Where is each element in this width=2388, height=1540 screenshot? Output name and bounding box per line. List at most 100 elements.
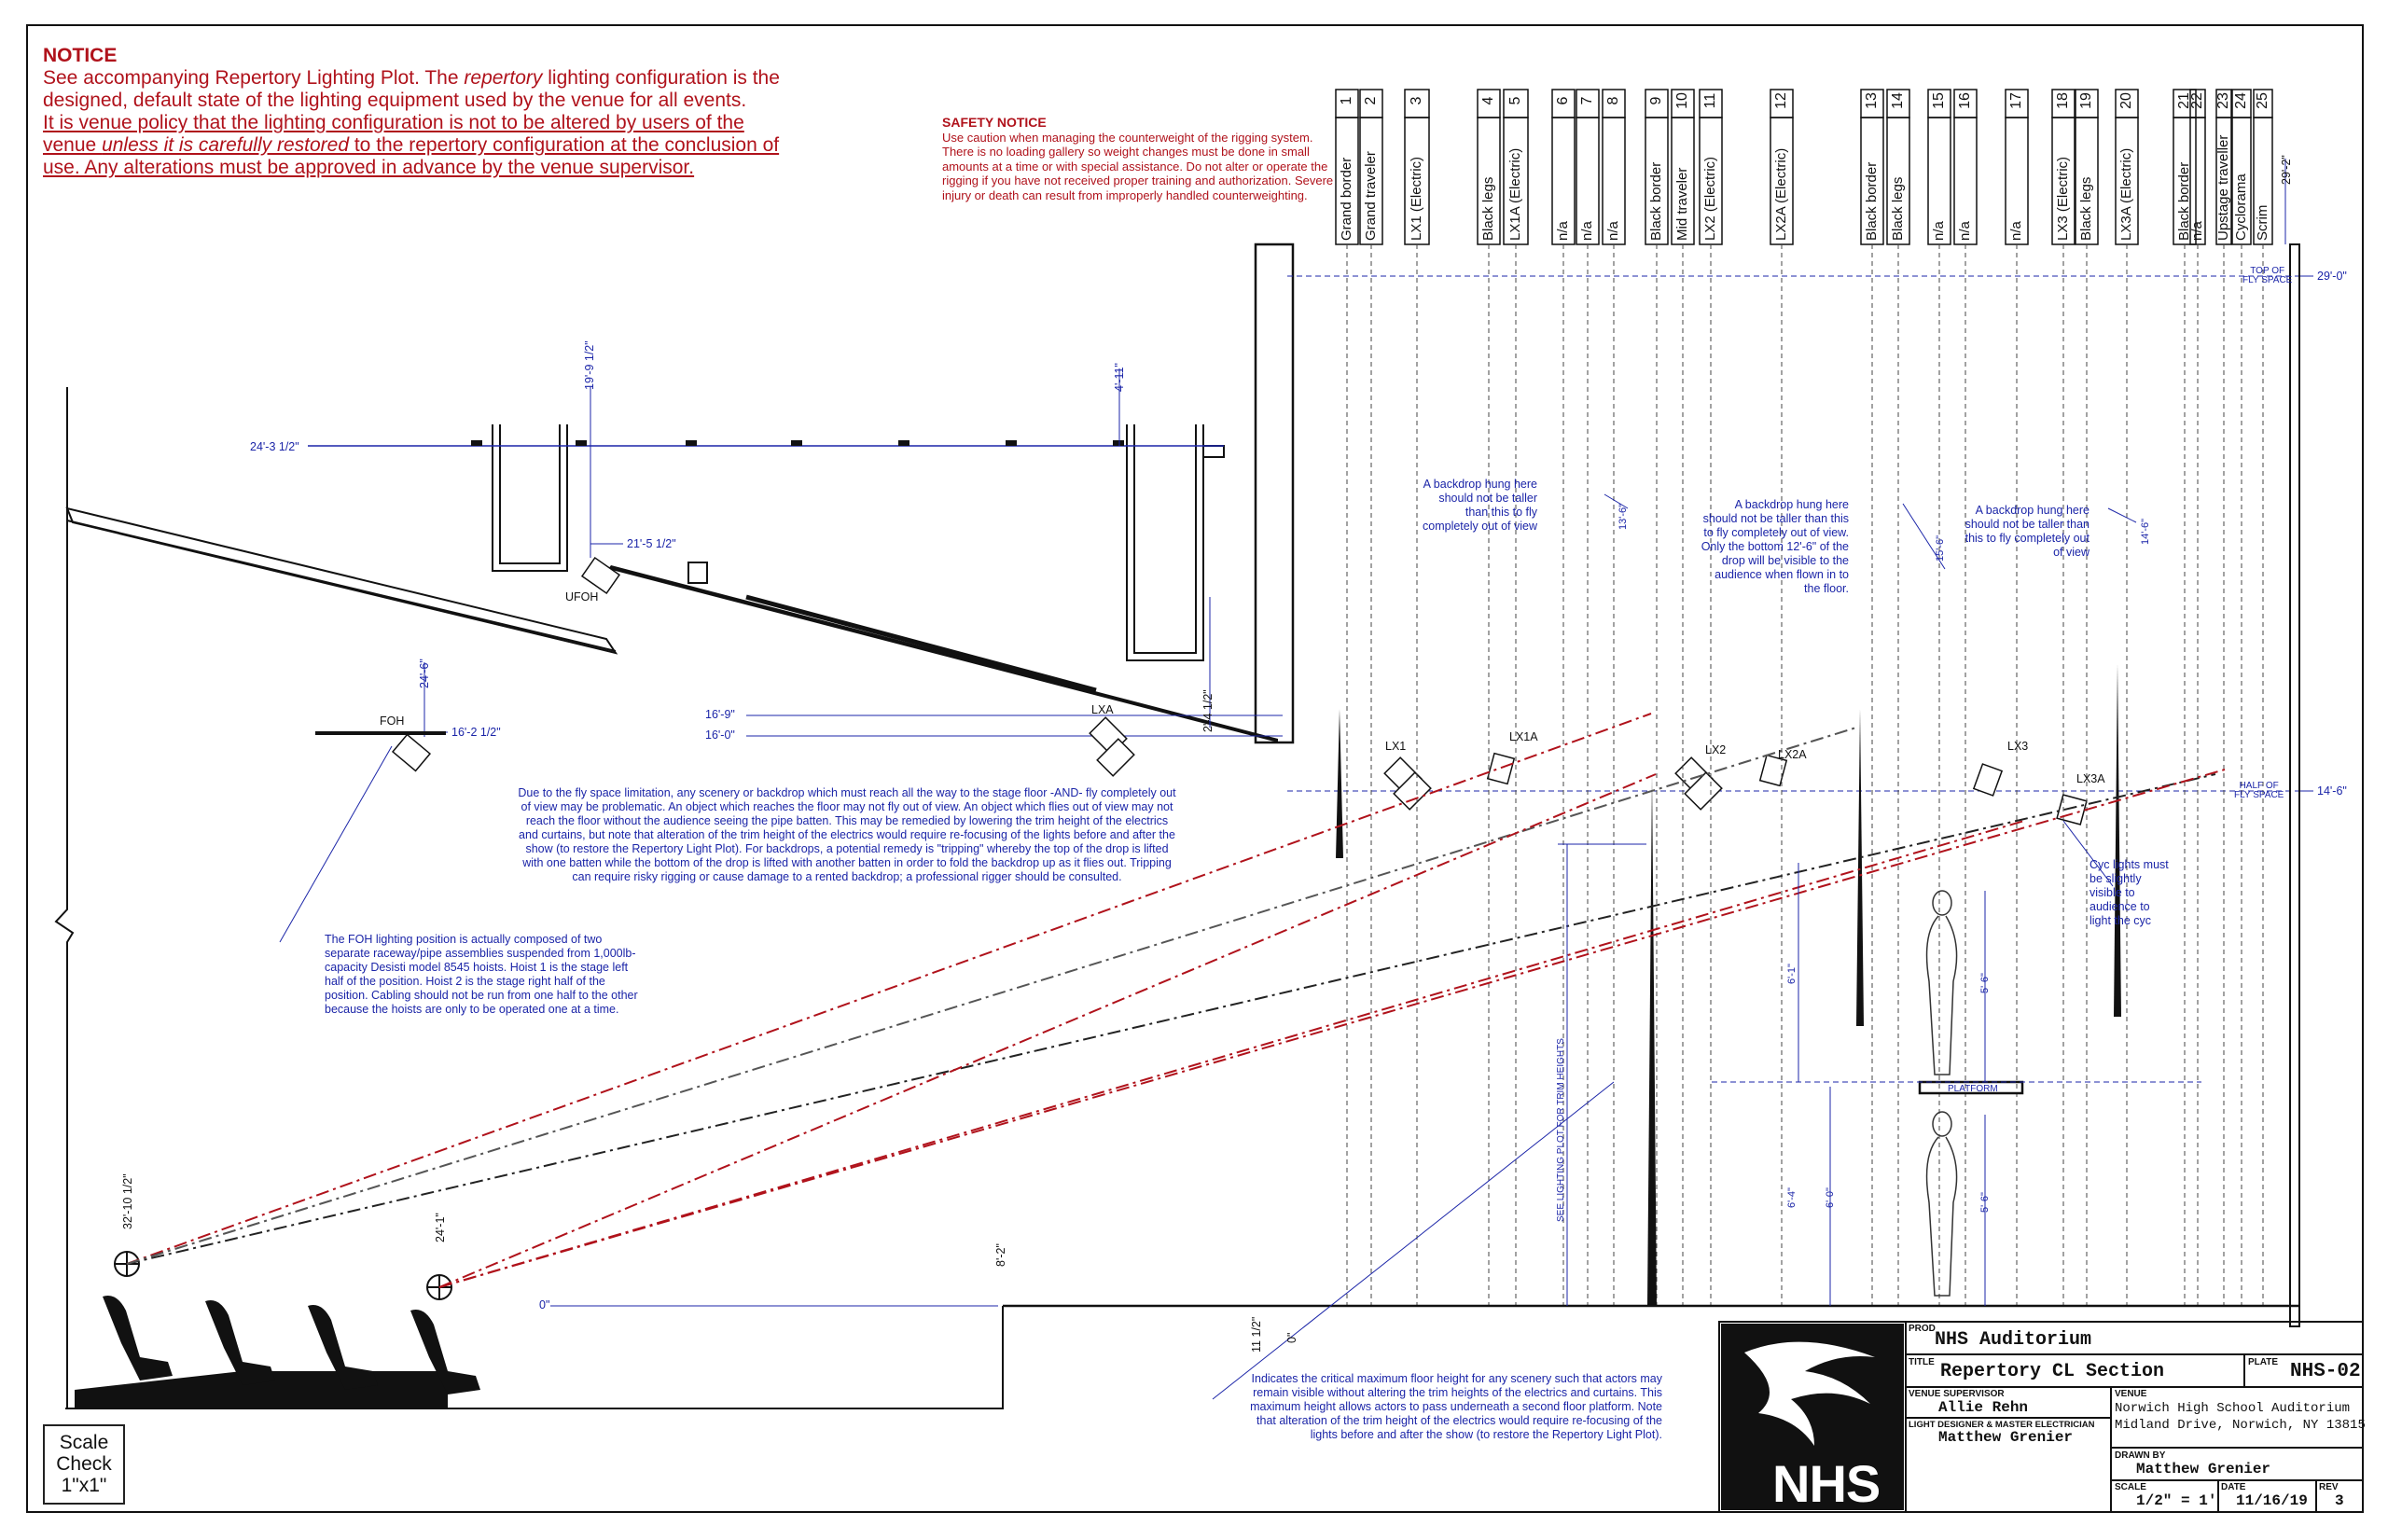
lineset-name: n/a — [1605, 221, 1621, 241]
lineset-name: Black border — [1648, 161, 1664, 241]
lineset-name: LX1 (Electric) — [1409, 156, 1424, 241]
dim-5-6: 5'-6" — [1979, 973, 1991, 993]
dim-11-half: 11 1/2" — [1250, 1316, 1263, 1353]
lineset-schedule — [1335, 89, 2273, 245]
label-lx2a: LX2A — [1778, 748, 1807, 761]
dim-16-2: 16'-2 1/2" — [451, 726, 501, 739]
lineset-name: Black legs — [1480, 176, 1496, 241]
lineset-name: LX3A (Electric) — [2118, 147, 2134, 241]
label-ufoh: UFOH — [565, 590, 599, 604]
notice-line-1: See accompanying Repertory Lighting Plot… — [43, 67, 780, 89]
tb-prod: NHS Auditorium — [1935, 1329, 2092, 1351]
tb-rev-label: REV — [2319, 1482, 2339, 1492]
label-lx1: LX1 — [1385, 740, 1407, 753]
tb-supervisor: Allie Rehn — [1938, 1399, 2029, 1416]
note-foh: The FOH lighting position is actually co… — [325, 933, 638, 1016]
lineset-number: 6 — [1555, 96, 1571, 105]
dim-21-5: 21'-5 1/2" — [627, 537, 676, 550]
tb-venue-label: VENUE — [2115, 1389, 2147, 1399]
lineset-number: 24 — [2233, 92, 2249, 109]
dim-6-1: 6'-1" — [1786, 964, 1798, 984]
note-backdrop-3: A backdrop hung here should not be talle… — [1965, 504, 2090, 559]
lineset-name: Black border — [1864, 161, 1880, 241]
tb-date-label: DATE — [2221, 1482, 2246, 1492]
notice-heading: NOTICE — [43, 45, 118, 66]
tb-rev: 3 — [2335, 1492, 2344, 1509]
tb-title: Repertory CL Section — [1940, 1361, 2165, 1382]
lineset-number: 15 — [1931, 92, 1947, 109]
lineset-name: LX1A (Electric) — [1507, 147, 1523, 241]
label-platform: PLATFORM — [1948, 1084, 1998, 1094]
tb-prod-label: PROD — [1909, 1324, 1936, 1334]
notice-line-3: It is venue policy that the lighting con… — [43, 112, 744, 133]
label-lxa: LXA — [1091, 703, 1114, 716]
tb-scale: 1/2" = 1' — [2136, 1492, 2217, 1509]
platform — [1918, 1080, 2024, 1095]
tb-venue-1: Norwich High School Auditorium — [2115, 1401, 2351, 1416]
lineset-number: 17 — [2008, 92, 2024, 109]
tb-venue-2: Midland Drive, Norwich, NY 13815 — [2115, 1418, 2366, 1433]
lineset-number: 9 — [1648, 96, 1664, 105]
sightline-markers — [114, 1251, 452, 1300]
label-lx3a: LX3A — [2076, 772, 2105, 785]
lineset-number: 5 — [1507, 96, 1523, 105]
dim-29-2: 29'-2" — [2280, 155, 2293, 185]
dim-13-6: 13'-6" — [1617, 503, 1629, 530]
dim-15-6: 15'-6" — [1935, 534, 1946, 562]
upstage-wall — [2289, 243, 2300, 1327]
safety-body: Use caution when managing the counterwei… — [942, 130, 1334, 202]
lineset-name: Cyclorama — [2233, 173, 2249, 241]
lineset-name: Mid traveler — [1674, 167, 1690, 241]
lineset-number: 19 — [2078, 92, 2094, 109]
lineset-number: 13 — [1864, 92, 1880, 109]
dim-4-11: 4'-11" — [1113, 363, 1126, 392]
tb-drawn: Matthew Grenier — [2136, 1461, 2271, 1478]
tb-title-label: TITLE — [1909, 1357, 1935, 1367]
lineset-number: 20 — [2118, 92, 2134, 109]
lineset-name: Black legs — [1890, 176, 1906, 241]
notice-line-5: use. Any alterations must be approved in… — [43, 157, 695, 178]
lineset-name: Scrim — [2255, 204, 2270, 241]
lineset-number: 8 — [1605, 96, 1621, 105]
tb-plate: NHS-02 — [2290, 1361, 2361, 1382]
tb-designer: Matthew Grenier — [1938, 1429, 2074, 1446]
label-see-plot: SEE LIGHTING PLOT FOR TRIM HEIGHTS — [1556, 1038, 1566, 1222]
notice-line-4: venue unless it is carefully restored to… — [43, 134, 780, 156]
lineset-name: Grand border — [1339, 157, 1354, 241]
note-backdrop-1: A backdrop hung here should not be talle… — [1423, 478, 1537, 533]
lineset-number: 12 — [1773, 92, 1789, 109]
proscenium-wall — [1254, 243, 1295, 744]
lineset-number: 18 — [2055, 92, 2071, 109]
lineset-number: 22 — [2189, 92, 2205, 109]
dim-16-0: 16'-0" — [705, 728, 735, 742]
note-floor: Indicates the critical maximum floor hei… — [1250, 1372, 1662, 1441]
lineset-number: 10 — [1674, 92, 1690, 109]
dim-16-9: 16'-9" — [705, 708, 735, 721]
tb-designer-label: LIGHT DESIGNER & MASTER ELECTRICIAN — [1909, 1420, 2095, 1430]
dim-0b: 0" — [1285, 1332, 1298, 1343]
dim-32-10: 32'-10 1/2" — [121, 1173, 134, 1229]
lineset-name: LX3 (Electric) — [2055, 156, 2071, 241]
lineset-number: 1 — [1339, 96, 1354, 105]
dim-2-4: 2'-4 1/2" — [1201, 689, 1215, 732]
note-flyspace: Due to the fly space limitation, any sce… — [518, 786, 1176, 883]
tb-date: 11/16/19 — [2236, 1492, 2308, 1509]
dim-24-6: 24'-6" — [418, 659, 431, 688]
catwalk-bridge — [492, 424, 1225, 661]
lineset-name: LX2A (Electric) — [1773, 147, 1789, 241]
lineset-number: 7 — [1579, 96, 1595, 105]
dim-19-9: 19'-9 1/2" — [583, 340, 596, 390]
balcony-slab — [65, 506, 618, 655]
lineset-number: 23 — [2215, 92, 2231, 109]
lineset-number: 4 — [1480, 96, 1496, 105]
label-lx3: LX3 — [2007, 740, 2029, 753]
dim-14-6: 14'-6" — [2317, 784, 2347, 798]
lineset-name: Upstage traveller — [2215, 134, 2231, 241]
height-dimensions — [1212, 493, 2137, 1400]
note-cyc: Cyc lights must be slightly visible to a… — [2090, 858, 2169, 927]
lineset-number: 3 — [1409, 96, 1424, 105]
lineset-name: LX2 (Electric) — [1702, 156, 1718, 241]
